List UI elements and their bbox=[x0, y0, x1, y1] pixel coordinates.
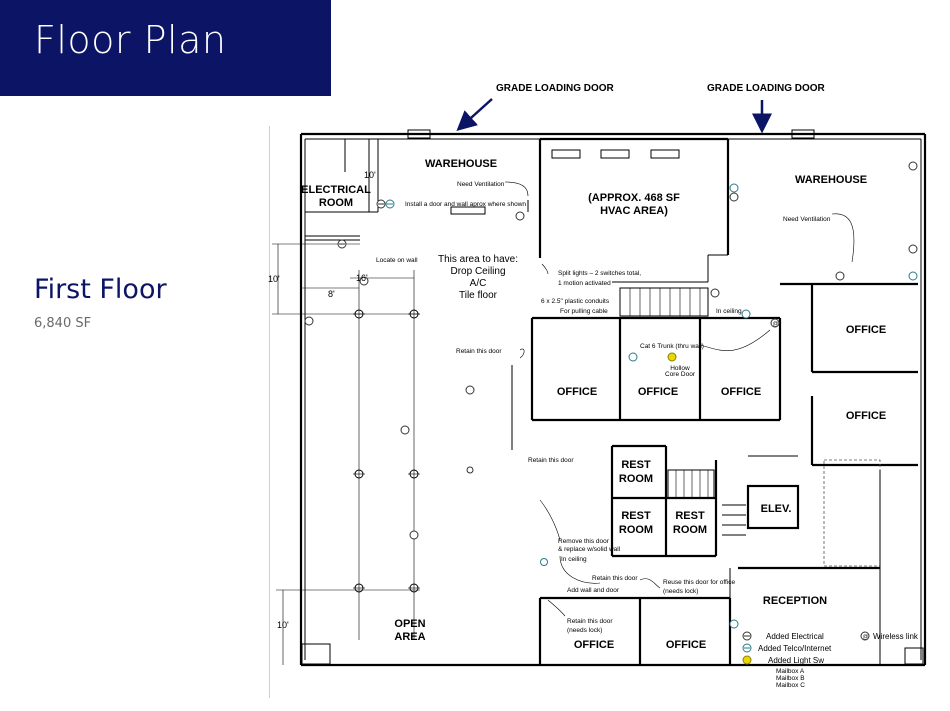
room-label: ROOM bbox=[619, 473, 653, 485]
floor-name: First Floor bbox=[34, 274, 167, 305]
arrow-icon bbox=[456, 98, 493, 132]
annotation-note: Hollow bbox=[670, 365, 690, 372]
page-title-banner: Floor Plan bbox=[0, 0, 331, 96]
telco-outlet-icon bbox=[742, 643, 752, 653]
annotation-note: Reuse this door for office bbox=[663, 579, 736, 586]
room-label: OFFICE bbox=[666, 639, 706, 651]
electrical-outlet-icon bbox=[742, 631, 752, 641]
annotation-note: (needs lock) bbox=[567, 627, 602, 634]
wireless-link-icon: @ bbox=[860, 631, 870, 641]
annotation-note: For pulling cable bbox=[560, 308, 608, 315]
hvac-units bbox=[450, 149, 680, 215]
annotation-note: Need Ventilation bbox=[783, 216, 831, 223]
dimension-label: 16' bbox=[356, 273, 368, 283]
annotation-note: Retain this door bbox=[592, 575, 638, 582]
area-note-line: Drop Ceiling bbox=[450, 266, 505, 277]
legend: @ Added Electrical Added Telco/Internet … bbox=[742, 631, 919, 689]
structural-columns bbox=[353, 309, 420, 593]
room-label: OFFICE bbox=[846, 324, 886, 336]
annotation-note: & replace w/solid wall bbox=[558, 546, 621, 553]
legend-label: Wireless link bbox=[873, 632, 919, 641]
area-note-line: This area to have: bbox=[438, 254, 518, 265]
divider bbox=[269, 126, 270, 698]
room-label: OFFICE bbox=[574, 639, 614, 651]
room-label: REST bbox=[621, 510, 651, 522]
room-label: ROOM bbox=[619, 524, 653, 536]
room-label: REST bbox=[621, 459, 651, 471]
annotation-note: Need Ventilation bbox=[457, 181, 505, 188]
room-label: WAREHOUSE bbox=[425, 158, 497, 170]
legend-label: Added Telco/Internet bbox=[758, 644, 832, 653]
dimension-label: 8' bbox=[328, 289, 335, 299]
legend-label: Mailbox B bbox=[776, 675, 805, 682]
annotation-note: (needs lock) bbox=[663, 588, 698, 595]
room-label: ELECTRICAL bbox=[301, 184, 371, 196]
legend-label: Added Electrical bbox=[766, 632, 824, 641]
room-label: OFFICE bbox=[638, 386, 678, 398]
annotation-note: Remove this door bbox=[558, 538, 610, 545]
annotation-note: 1 motion activated bbox=[558, 280, 611, 287]
annotation-note: Add wall and door bbox=[567, 587, 620, 594]
room-label: REST bbox=[675, 510, 705, 522]
room-label: ROOM bbox=[673, 524, 707, 536]
room-label: ROOM bbox=[319, 197, 353, 209]
leader-lines bbox=[504, 181, 855, 617]
dimension-label: 10' bbox=[364, 170, 376, 180]
exterior-walls bbox=[299, 129, 927, 667]
room-label: OFFICE bbox=[846, 410, 886, 422]
loading-door-label: GRADE LOADING DOOR bbox=[496, 83, 615, 94]
area-note-line: Tile floor bbox=[459, 290, 498, 301]
room-label: RECEPTION bbox=[763, 595, 827, 607]
legend-label: Added Light Sw bbox=[768, 656, 824, 665]
annotation-note: Retain this door bbox=[456, 348, 502, 355]
annotation-note: Locate on wall bbox=[376, 257, 418, 264]
dimension-label: 10' bbox=[277, 620, 289, 630]
room-label: (APPROX. 468 SF bbox=[588, 192, 680, 204]
legend-label: Mailbox C bbox=[776, 682, 805, 689]
room-label: HVAC AREA) bbox=[600, 205, 668, 217]
electrical-icons: @ bbox=[304, 161, 918, 629]
loading-door-label: GRADE LOADING DOOR bbox=[707, 83, 826, 94]
annotation-note: Core Door bbox=[665, 371, 696, 378]
light-switch-icon bbox=[742, 655, 752, 665]
annotation-note: Install a door and wall aprox where show… bbox=[405, 201, 526, 208]
room-label: WAREHOUSE bbox=[795, 174, 867, 186]
annotation-note: Retain this door bbox=[528, 457, 574, 464]
dimension-lines bbox=[272, 243, 420, 665]
annotation-note: Cat 6 Trunk (thru wall) bbox=[640, 343, 704, 350]
room-label: OFFICE bbox=[721, 386, 761, 398]
annotation-note: Retain this door bbox=[567, 618, 613, 625]
annotation-note: In ceiling bbox=[561, 556, 587, 563]
room-label: OPEN bbox=[394, 618, 425, 630]
interior-walls bbox=[305, 137, 918, 665]
area-note-line: A/C bbox=[470, 278, 487, 289]
svg-text:@: @ bbox=[773, 322, 779, 328]
room-label: ELEV. bbox=[761, 503, 792, 515]
legend-label: Mailbox A bbox=[776, 668, 805, 675]
room-label: AREA bbox=[394, 631, 425, 643]
room-label: OFFICE bbox=[557, 386, 597, 398]
annotation-note: 6 x 2.5" plastic conduits bbox=[541, 298, 610, 305]
svg-text:@: @ bbox=[863, 635, 869, 641]
page-title: Floor Plan bbox=[34, 18, 227, 62]
floor-area: 6,840 SF bbox=[34, 316, 92, 331]
dimension-label: 10' bbox=[268, 274, 280, 284]
annotation-note: In ceiling bbox=[716, 308, 742, 315]
annotation-note: Split lights – 2 switches total, bbox=[558, 270, 641, 277]
